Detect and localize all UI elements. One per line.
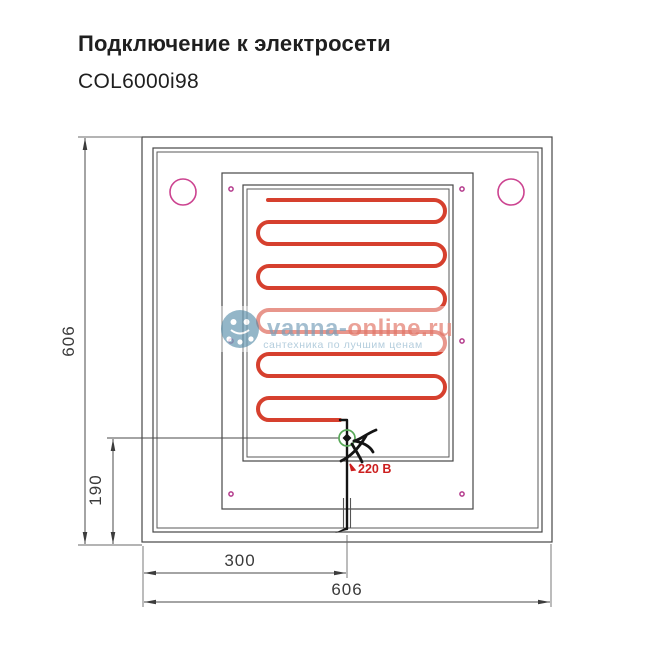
watermark-brand: vanna-online.ru: [267, 315, 453, 342]
heating-element-path: [256, 198, 447, 422]
power-cable-squiggle-icon: [339, 428, 378, 464]
fixing-dot-icon: [459, 338, 465, 344]
connection-diamond-icon: [342, 433, 352, 443]
voltage-arrow-icon: [349, 463, 357, 472]
mounting-hole-left-icon: [169, 178, 197, 206]
mirror-edge-outer: [152, 147, 543, 533]
fixing-dot-icon: [459, 186, 465, 192]
page-title: Подключение к электросети: [78, 31, 391, 56]
fixing-dot-icon: [459, 491, 465, 497]
dim-total-width: 606: [142, 544, 552, 607]
watermark-logo-figure: [226, 319, 254, 345]
dim-total-height: 606: [59, 136, 142, 546]
dim-connection-offset-label: 300: [224, 551, 255, 570]
dim-total-width-label: 606: [331, 580, 362, 599]
fixing-dot-icon: [228, 186, 234, 192]
mounting-hole-right-icon: [497, 178, 525, 206]
watermark-brand-gray: vanna-: [267, 315, 347, 342]
wire-end-hook: [335, 527, 347, 533]
model-number: COL6000i98: [78, 70, 199, 93]
fixing-dot-icon: [228, 491, 234, 497]
voltage-label: 220 В: [358, 462, 391, 476]
power-connection-point: [338, 429, 356, 447]
dim-total-height-label: 606: [59, 325, 78, 356]
dim-connection-offset: 300: [142, 535, 348, 578]
watermark-tagline: сантехника по лучшим ценам: [263, 339, 423, 351]
power-wire: [338, 418, 349, 531]
watermark-brand-accent: online.ru: [347, 315, 453, 342]
watermark: vanna-online.ru сантехника по лучшим цен…: [218, 306, 453, 352]
dim-connection-height-label: 190: [86, 474, 105, 505]
dim-connection-height: 190: [86, 439, 116, 544]
